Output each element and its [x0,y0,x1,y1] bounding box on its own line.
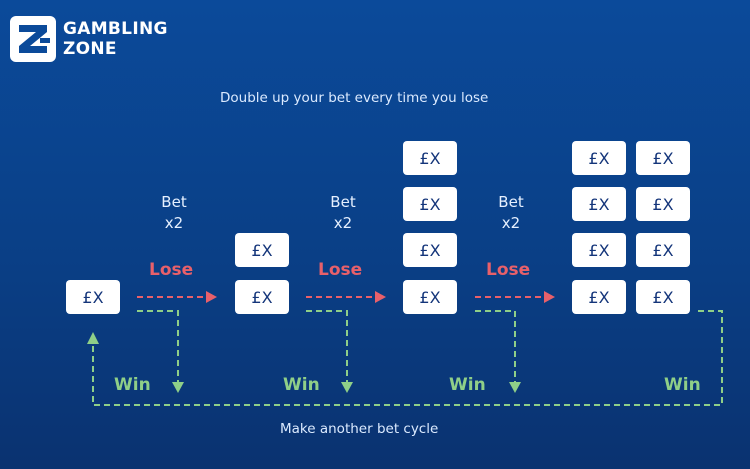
bet-chip: £X [235,280,289,314]
bet-chip: £X [572,233,626,267]
lose-label: Lose [149,260,194,280]
bet-chip: £X [235,233,289,267]
lose-label: Lose [318,260,363,280]
subtitle: Double up your bet every time you lose [220,90,489,106]
bet-chip: £X [403,280,457,314]
win-label: Win [114,375,151,395]
bet-chip: £X [636,141,690,175]
bet-chip: £X [403,233,457,267]
bet-chip: £X [572,280,626,314]
win-label: Win [664,375,701,395]
brand-line1: GAMBLING [63,19,168,39]
z-logo-icon [10,16,56,62]
bet-chip: £X [636,233,690,267]
win-label: Win [283,375,320,395]
footer-caption: Make another bet cycle [280,421,439,437]
win-label: Win [449,375,486,395]
bet-chip: £X [66,280,120,314]
bet-chip: £X [572,187,626,221]
brand-line2: ZONE [63,39,117,59]
bet-chip: £X [636,187,690,221]
brand-logo: GAMBLING ZONE [10,16,168,62]
bet-chip: £X [403,141,457,175]
bet-chip: £X [636,280,690,314]
lose-label: Lose [486,260,531,280]
bet-chip: £X [403,187,457,221]
bet-chip: £X [572,141,626,175]
